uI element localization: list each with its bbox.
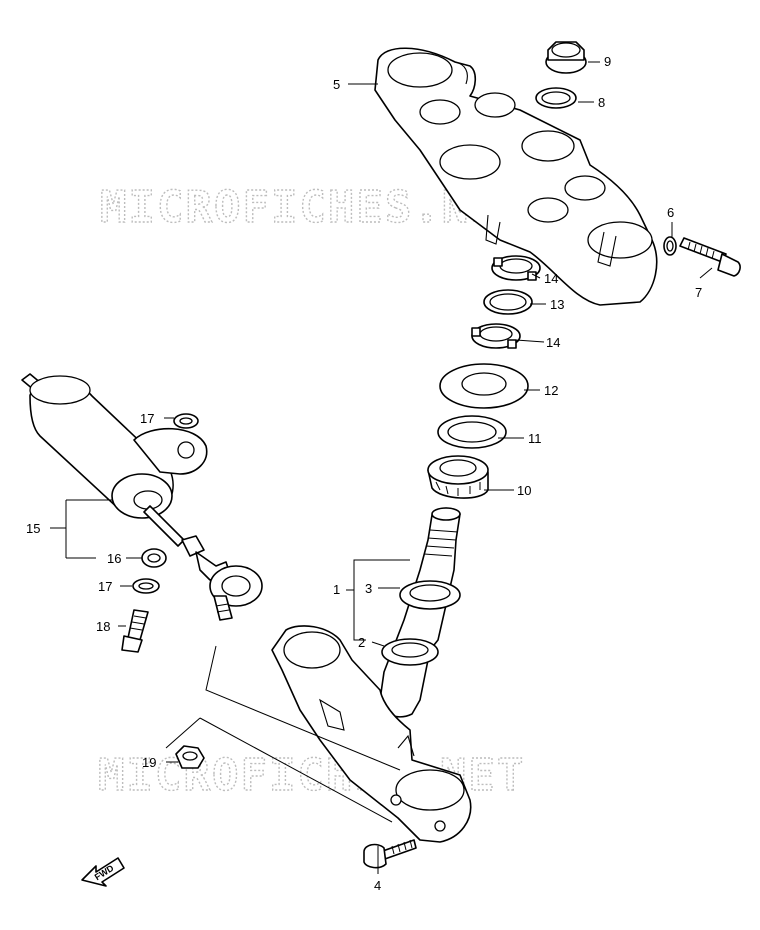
bushing-16 xyxy=(141,548,167,568)
callout-1: 1 xyxy=(333,582,340,597)
lock-nut-14-lower xyxy=(471,323,521,349)
lock-nut-14-upper xyxy=(491,255,541,281)
callout-18: 18 xyxy=(96,619,110,634)
callout-5: 5 xyxy=(333,77,340,92)
cap-nut xyxy=(545,41,587,74)
washer-17-lower xyxy=(132,578,160,594)
callout-4: 4 xyxy=(374,878,381,893)
callout-19: 19 xyxy=(142,755,156,770)
callout-17-upper: 17 xyxy=(140,411,154,426)
bearing-10 xyxy=(427,455,489,499)
lock-washer-13 xyxy=(483,289,533,315)
dust-seal-3 xyxy=(399,580,461,610)
clamp-bolt-7 xyxy=(679,237,741,277)
nut-19 xyxy=(175,745,205,769)
callout-2: 2 xyxy=(358,635,365,650)
bearing-2 xyxy=(381,638,439,666)
fwd-arrow: FWD xyxy=(81,857,125,887)
callout-12: 12 xyxy=(544,383,558,398)
leader-lines xyxy=(50,61,713,874)
washer-8 xyxy=(535,87,577,109)
callout-3: 3 xyxy=(365,581,372,596)
steering-damper xyxy=(21,373,263,621)
dust-seal-12 xyxy=(439,363,529,409)
callout-14-lower: 14 xyxy=(546,335,560,350)
callout-7: 7 xyxy=(695,285,702,300)
callout-11: 11 xyxy=(528,431,542,446)
callout-14-upper: 14 xyxy=(544,271,558,286)
upper-bracket xyxy=(374,47,658,306)
bearing-race-11 xyxy=(437,415,507,449)
callout-9: 9 xyxy=(604,54,611,69)
callout-13: 13 xyxy=(550,297,564,312)
callout-8: 8 xyxy=(598,95,605,110)
callout-16: 16 xyxy=(107,551,121,566)
bolt-18 xyxy=(121,609,149,653)
callout-17-lower: 17 xyxy=(98,579,112,594)
washer-17-upper xyxy=(173,413,199,429)
callout-15: 15 xyxy=(26,521,40,536)
washer-6 xyxy=(663,236,677,256)
callouts: 5 9 8 6 7 14 13 14 12 11 10 1 3 2 4 15 1… xyxy=(26,54,702,893)
callout-10: 10 xyxy=(517,483,531,498)
bolt-4 xyxy=(363,839,417,869)
callout-6: 6 xyxy=(667,205,674,220)
